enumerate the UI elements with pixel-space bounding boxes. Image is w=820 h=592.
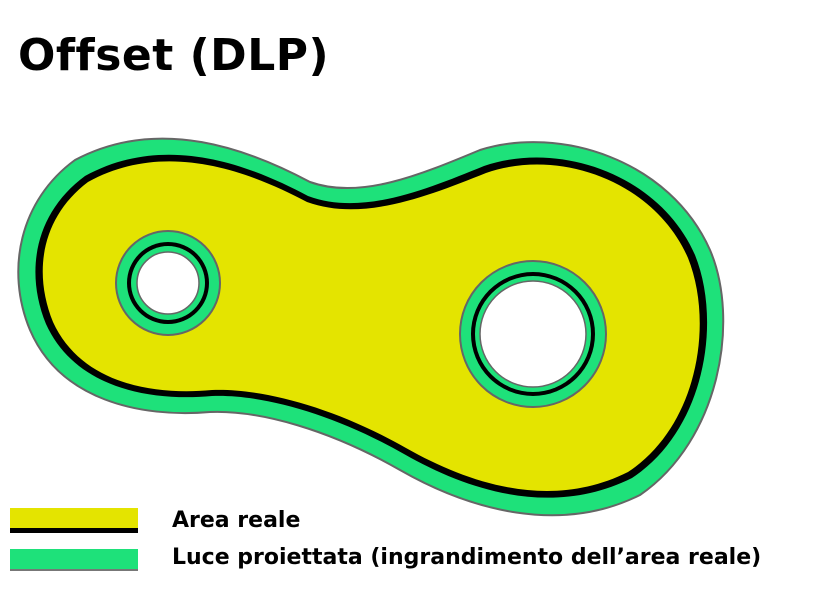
hole-left bbox=[136, 251, 200, 315]
real-area bbox=[42, 161, 700, 491]
legend-item-real-area: Area reale bbox=[10, 508, 810, 538]
projected-light-swatch bbox=[10, 549, 138, 571]
legend-label-projected-light: Luce proiettata (ingrandimento dell’area… bbox=[172, 545, 762, 570]
legend-item-projected-light: Luce proiettata (ingrandimento dell’area… bbox=[10, 545, 810, 575]
hole-right bbox=[479, 280, 587, 388]
page-title: Offset (DLP) bbox=[18, 30, 330, 81]
legend-label-real-area: Area reale bbox=[172, 508, 301, 533]
real-area-swatch bbox=[10, 508, 138, 533]
